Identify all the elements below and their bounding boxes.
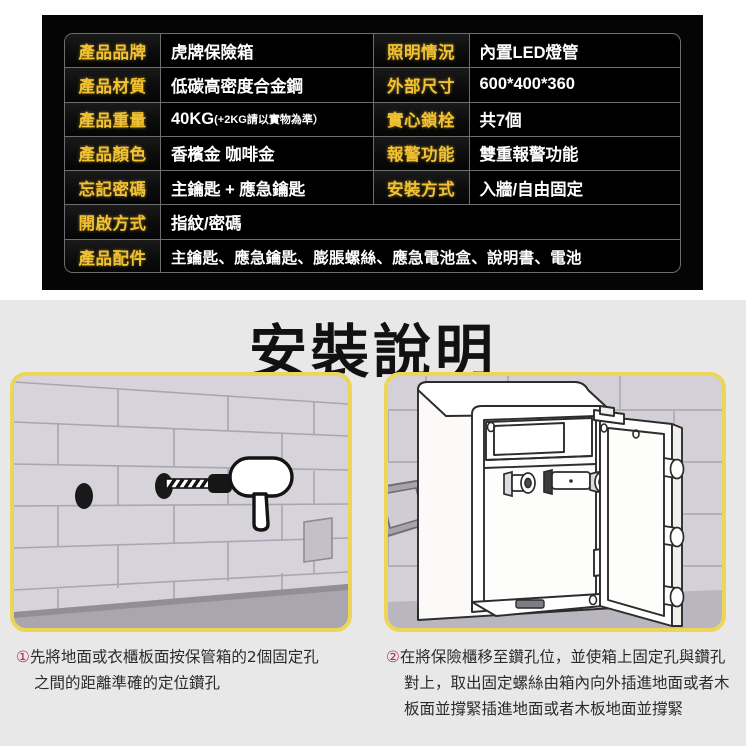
spec-cell-pair: 安裝方式 入牆/自由固定 (372, 171, 681, 205)
spec-cell-pair: 產品材質 低碳高密度合金鋼 (65, 68, 373, 102)
spec-value: 主鑰匙、應急鑰匙、膨脹螺絲、應急電池盒、說明書、電池 (171, 249, 582, 267)
table-row: 產品重量 40KG(+2KG請以實物為準） 實心鎖栓 共7個 (65, 102, 681, 137)
table-row: 產品配件 主鑰匙、應急鑰匙、膨脹螺絲、應急電池盒、說明書、電池 (65, 239, 680, 272)
spec-cell-pair: 產品顏色 香檳金 咖啡金 (65, 136, 373, 171)
spec-value: 共7個 (479, 112, 522, 131)
spec-label: 產品配件 (65, 239, 161, 272)
spec-cell-pair: 產品配件 主鑰匙、應急鑰匙、膨脹螺絲、應急電池盒、說明書、電池 (65, 239, 680, 272)
step-number: ② (386, 648, 400, 666)
spec-value: 低碳高密度合金鋼 (171, 77, 303, 96)
spec-cell-pair: 外部尺寸 600*400*360 (372, 68, 681, 102)
step-caption-2: ②在將保險櫃移至鑽孔位，並使箱上固定孔與鑽孔 對上，取出固定螺絲由箱內向外插進地… (386, 644, 738, 722)
step-number: ① (16, 648, 30, 666)
spec-value: 內置LED燈管 (479, 43, 579, 62)
spec-label: 產品顏色 (65, 136, 161, 171)
table-row: 產品品牌 虎牌保險箱 照明情況 內置LED燈管 (65, 34, 681, 69)
product-spec-panel: 產品品牌 虎牌保險箱 照明情況 內置LED燈管 產品材質 低碳高密度合金鋼 外部… (42, 15, 703, 290)
step-text-line-2: 之間的距離準確的定位鑽孔 (34, 674, 221, 692)
brick-wall-drill-svg (14, 376, 348, 628)
spec-cell-pair: 照明情況 內置LED燈管 (372, 34, 681, 68)
spec-label: 開啟方式 (65, 205, 161, 239)
spec-value: 40KG(+2KG請以實物為準） (161, 103, 373, 136)
spec-label: 產品品牌 (65, 34, 161, 68)
spec-value: 虎牌保險箱 (171, 43, 254, 62)
spec-value: 指紋/密碼 (171, 214, 242, 233)
table-row: 開啟方式 指紋/密碼 (65, 205, 680, 240)
spec-value-main: 40KG (171, 109, 215, 128)
spec-value: 主鑰匙 + 應急鑰匙 (171, 180, 306, 199)
spec-cell-pair: 實心鎖栓 共7個 (372, 102, 681, 136)
safe-box-anchoring-illustration (384, 372, 726, 632)
safe-box-svg (388, 376, 722, 628)
spec-label: 報警功能 (373, 136, 470, 171)
spec-label: 外部尺寸 (373, 68, 470, 102)
spec-label: 產品重量 (65, 102, 161, 136)
step-text-line-1: 先將地面或衣櫃板面按保管箱的2個固定孔 (29, 648, 319, 666)
table-row: 產品材質 低碳高密度合金鋼 外部尺寸 600*400*360 (65, 68, 681, 103)
spec-label: 照明情況 (373, 34, 470, 68)
spec-value: 入牆/自由固定 (479, 180, 584, 199)
spec-label: 忘記密碼 (65, 171, 161, 205)
step-text-line-2: 對上，取出固定螺絲由箱內向外插進地面或者木 (404, 674, 730, 692)
drilled-hole (75, 483, 93, 509)
step-caption-1: ①先將地面或衣櫃板面按保管箱的2個固定孔 之間的距離準確的定位鑽孔 (16, 644, 362, 696)
spec-label: 安裝方式 (373, 171, 470, 205)
figure-canvas (388, 376, 722, 628)
spec-value-note: (+2KG請以實物為準） (214, 114, 324, 127)
step-text-line-3: 板面並撐緊插進地面或者木板地面並撐緊 (404, 700, 684, 718)
drill-holes-in-wall-illustration (10, 372, 352, 632)
step-text-line-1: 在將保險櫃移至鑽孔位，並使箱上固定孔與鑽孔 (399, 648, 726, 666)
figure-canvas (14, 376, 348, 628)
product-spec-table: 產品品牌 虎牌保險箱 照明情況 內置LED燈管 產品材質 低碳高密度合金鋼 外部… (64, 33, 681, 273)
spec-cell-pair: 報警功能 雙重報警功能 (372, 136, 681, 171)
installation-instructions-section: 安裝說明 (0, 300, 746, 746)
spec-value: 香檳金 咖啡金 (171, 146, 275, 165)
table-row: 產品顏色 香檳金 咖啡金 報警功能 雙重報警功能 (65, 136, 681, 172)
spec-cell-pair: 產品品牌 虎牌保險箱 (65, 34, 373, 68)
spec-label: 實心鎖栓 (373, 102, 470, 136)
spec-cell-pair: 產品重量 40KG(+2KG請以實物為準） (65, 102, 373, 136)
spec-value: 600*400*360 (479, 75, 575, 94)
spec-cell-pair: 忘記密碼 主鑰匙 + 應急鑰匙 (65, 171, 373, 205)
spec-label: 產品材質 (65, 68, 161, 102)
spec-value: 雙重報警功能 (479, 146, 579, 165)
table-row: 忘記密碼 主鑰匙 + 應急鑰匙 安裝方式 入牆/自由固定 (65, 171, 681, 206)
spec-cell-pair: 開啟方式 指紋/密碼 (65, 205, 680, 239)
